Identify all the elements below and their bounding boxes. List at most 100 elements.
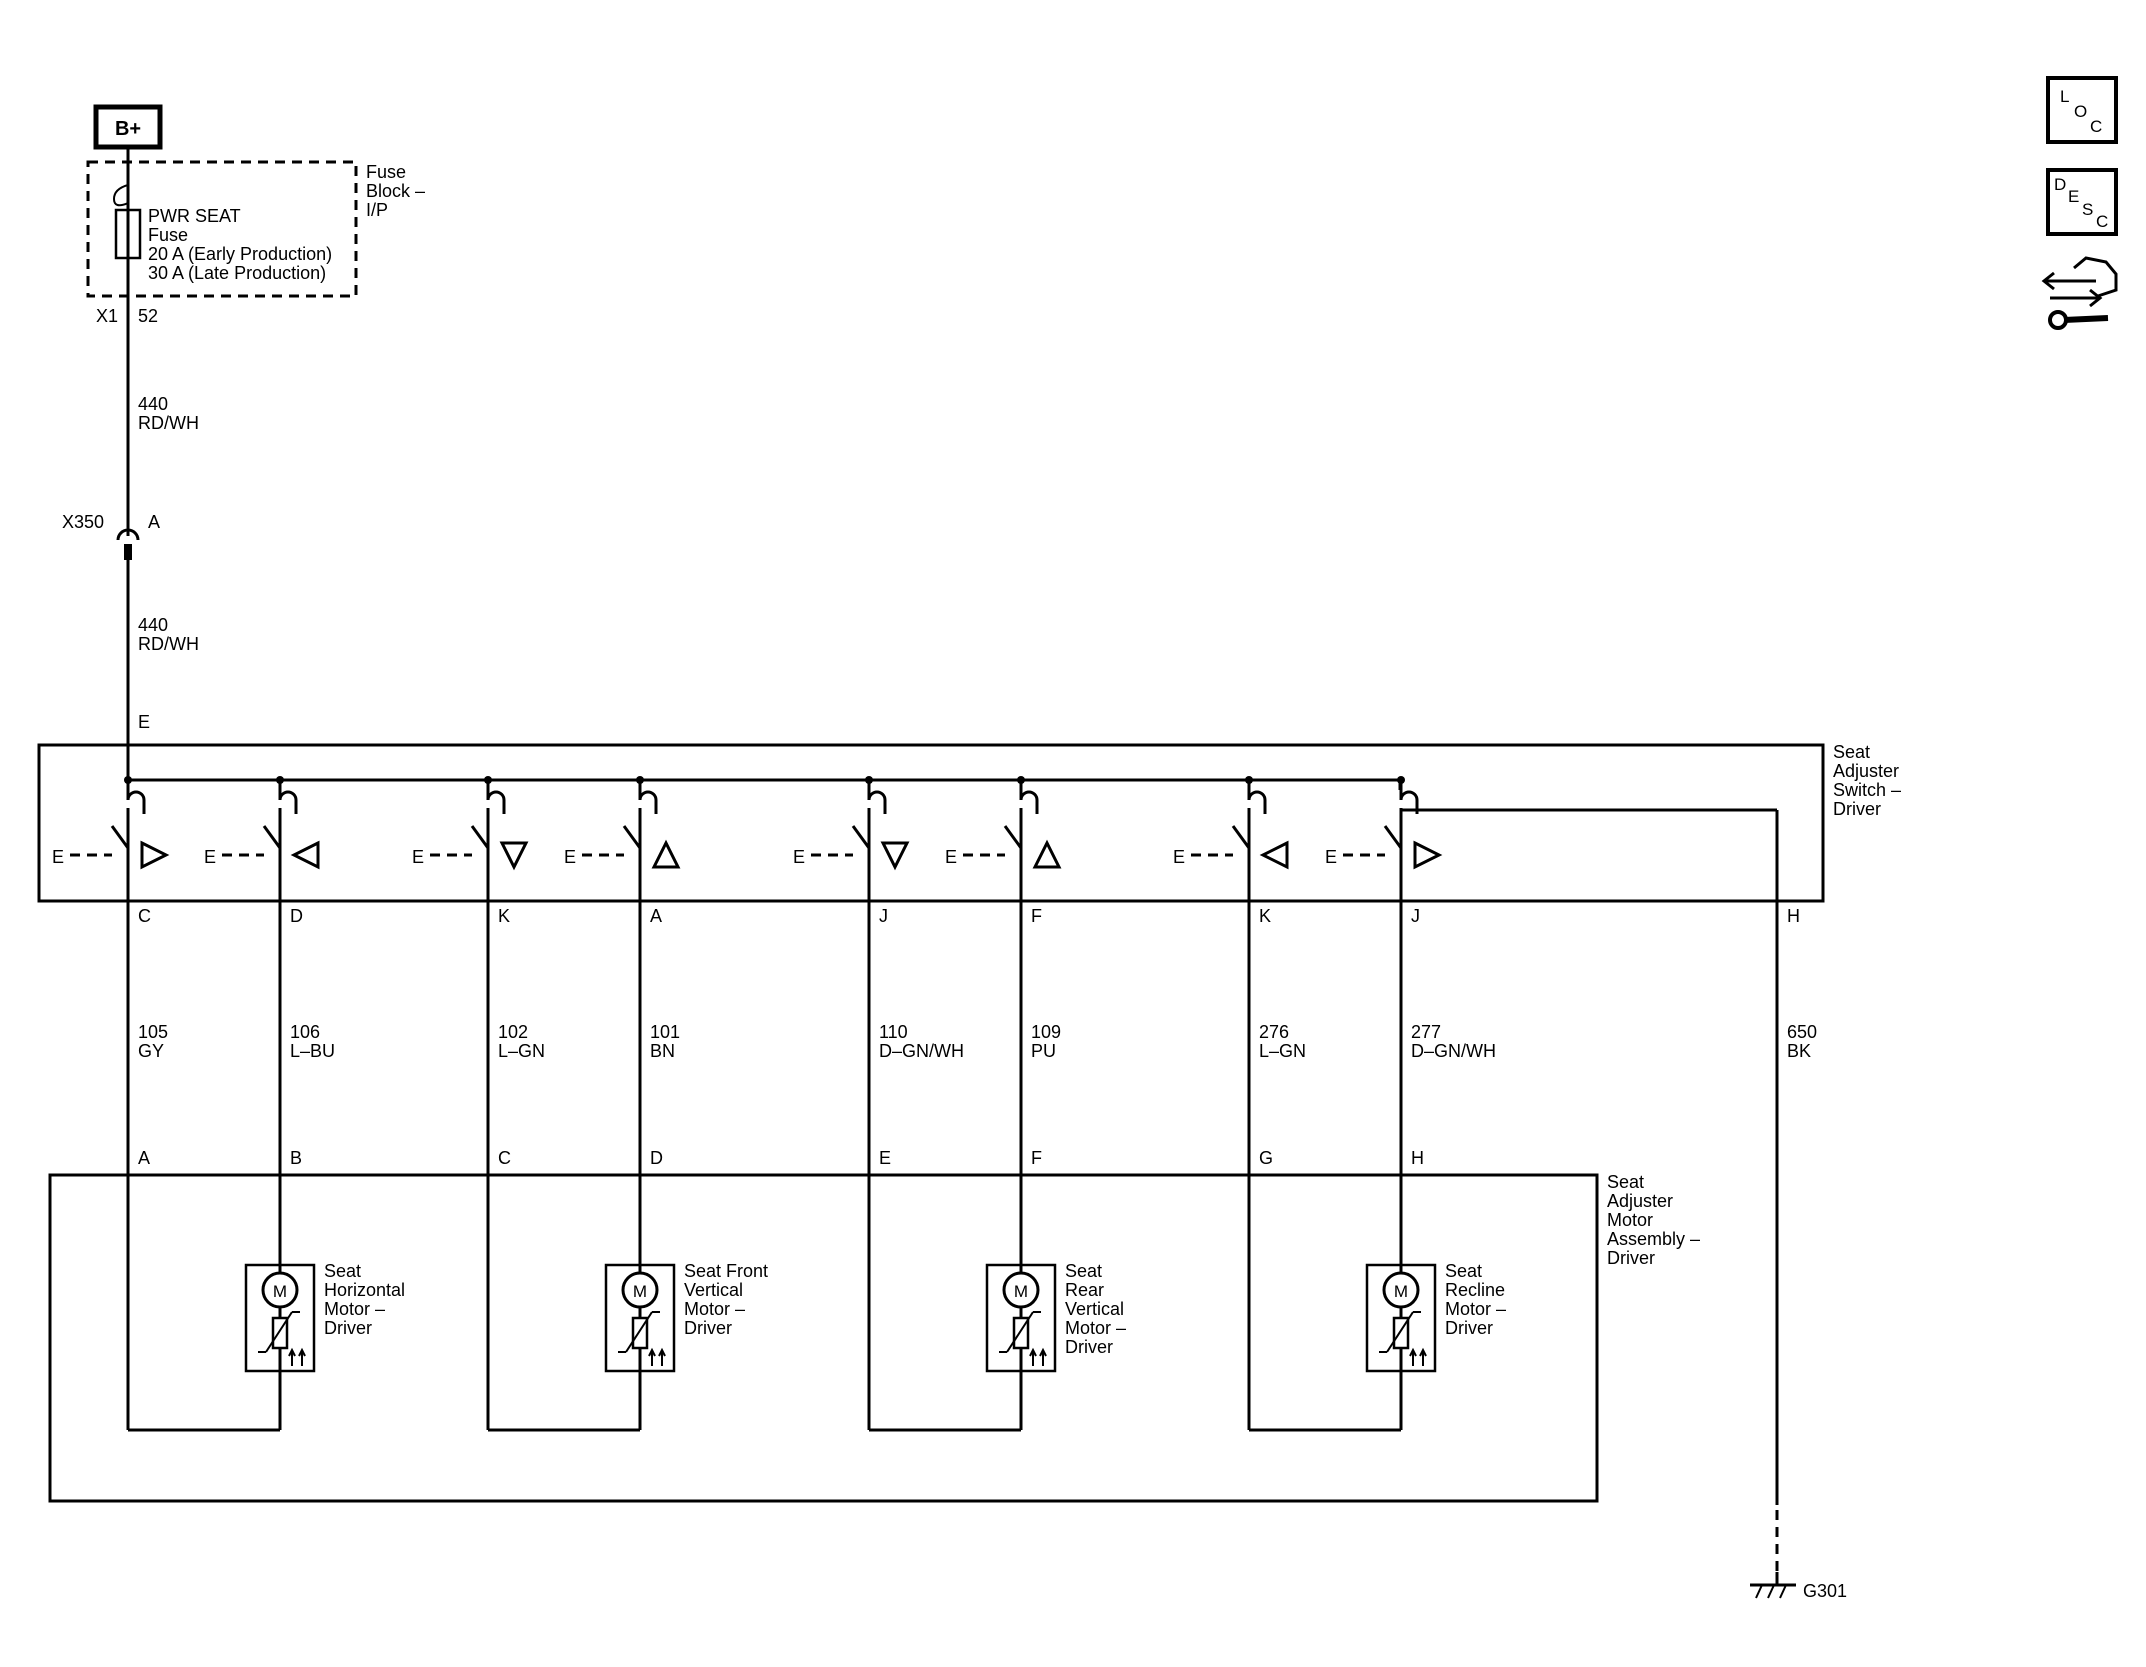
fuse-connector-label: X1 (96, 306, 118, 326)
switch-label-1: Seat (1833, 742, 1870, 762)
connector-end-view-icon[interactable] (2041, 256, 2118, 330)
circuit-number-label: 102 (498, 1022, 528, 1042)
motor-assembly-label-2: Adjuster (1607, 1191, 1673, 1211)
motor-symbol-icon (1002, 1271, 1040, 1309)
arrow-up-icon (651, 839, 681, 869)
switch-pin-label: C (138, 906, 151, 926)
svg-text:S: S (2082, 200, 2093, 219)
fuse-block-label-1: Fuse (366, 162, 406, 182)
wire-color-label: L–GN (498, 1041, 545, 1061)
fuse-block-tap (112, 184, 129, 207)
inline-connector-pin-label: A (148, 512, 160, 532)
motor-assembly-label-4: Assembly – (1607, 1229, 1700, 1249)
fuse-block-label-3: I/P (366, 200, 388, 220)
fuse-rating-early: 20 A (Early Production) (148, 244, 332, 264)
fuse-block-outline (86, 160, 358, 298)
switch-feed-pin: E (138, 712, 150, 732)
fuse-block-label-2: Block – (366, 181, 425, 201)
motor-label: Driver (684, 1318, 732, 1338)
motor-label: Motor – (324, 1299, 385, 1319)
motor-label: Horizontal (324, 1280, 405, 1300)
motor-pin-label: A (138, 1148, 150, 1168)
ground-symbol (1750, 1572, 1796, 1599)
circuit-number-label: 277 (1411, 1022, 1441, 1042)
wire-color-label: D–GN/WH (1411, 1041, 1496, 1061)
motor-label: Driver (324, 1318, 372, 1338)
motor-pin-label: G (1259, 1148, 1273, 1168)
svg-text:L: L (2060, 87, 2069, 106)
motor-pin-label: F (1031, 1148, 1042, 1168)
feed-wire-upper-color: RD/WH (138, 413, 199, 433)
wire-color-label: BN (650, 1041, 675, 1061)
switch-contact-glyph: E (204, 847, 216, 867)
motor-pin-label: E (879, 1148, 891, 1168)
svg-text:E: E (2068, 187, 2079, 206)
switch-pin-label: K (498, 906, 510, 926)
inline-connector-pin (124, 544, 132, 560)
motor-pin-label: C (498, 1148, 511, 1168)
motor-label: Vertical (684, 1280, 743, 1300)
switch-label-2: Adjuster (1833, 761, 1899, 781)
motor-symbol-icon (1382, 1271, 1420, 1309)
motor-label: Seat (1445, 1261, 1482, 1281)
motor-label: Motor – (1065, 1318, 1126, 1338)
motor-label: Seat Front (684, 1261, 768, 1281)
circuit-number-label: 105 (138, 1022, 168, 1042)
switch-outline (37, 743, 1825, 903)
switch-contact-glyph: E (564, 847, 576, 867)
arrow-down-icon (880, 841, 910, 871)
inline-connector-name: X350 (62, 512, 104, 532)
switch-contact-glyph: E (52, 847, 64, 867)
circuit-number-label: 276 (1259, 1022, 1289, 1042)
arrow-up-icon (1032, 839, 1062, 869)
switch-contact-glyph: E (1173, 847, 1185, 867)
motor-label: Seat (324, 1261, 361, 1281)
switch-ground-pin: H (1787, 906, 1800, 926)
fuse-pin-label: 52 (138, 306, 158, 326)
motor-symbol-label: M (633, 1282, 647, 1301)
motor-assembly-label-1: Seat (1607, 1172, 1644, 1192)
motor-pin-label: D (650, 1148, 663, 1168)
motor-label: Seat (1065, 1261, 1102, 1281)
fuse-name: PWR SEAT (148, 206, 241, 226)
motor-symbol-label: M (1394, 1282, 1408, 1301)
svg-text:D: D (2054, 175, 2066, 194)
circuit-number-label: 110 (879, 1022, 908, 1042)
wire-color-label: PU (1031, 1041, 1056, 1061)
switch-contact-glyph: E (412, 847, 424, 867)
circuit-number-label: 106 (290, 1022, 320, 1042)
ground-label: G301 (1803, 1581, 1847, 1601)
switch-pin-label: A (650, 906, 662, 926)
motor-symbol-label: M (1014, 1282, 1028, 1301)
feed-wire-upper-circuit: 440 (138, 394, 168, 414)
wire-color-label: L–BU (290, 1041, 335, 1061)
description-icon[interactable]: D E S C (2046, 168, 2118, 236)
wire-color-label: L–GN (1259, 1041, 1306, 1061)
motor-label: Vertical (1065, 1299, 1124, 1319)
battery-label: B+ (115, 118, 141, 140)
switch-label-4: Driver (1833, 799, 1881, 819)
switch-pin-label: F (1031, 906, 1042, 926)
motor-pin-label: B (290, 1148, 302, 1168)
wire-color-label: GY (138, 1041, 164, 1061)
motor-assembly-label-3: Motor (1607, 1210, 1653, 1230)
fuse-rating-late: 30 A (Late Production) (148, 263, 326, 283)
arrow-right-icon (1413, 840, 1443, 870)
svg-text:O: O (2074, 102, 2087, 121)
ground-wire-circuit: 650 (1787, 1022, 1817, 1042)
motor-label: Recline (1445, 1280, 1505, 1300)
circuit-number-label: 101 (650, 1022, 680, 1042)
switch-pin-label: J (879, 906, 888, 926)
motor-assembly-label-5: Driver (1607, 1248, 1655, 1268)
motor-symbol-icon (621, 1271, 659, 1309)
svg-text:C: C (2090, 117, 2102, 136)
wire-color-label: D–GN/WH (879, 1041, 964, 1061)
location-icon[interactable]: L O C (2046, 76, 2118, 144)
fuse-type: Fuse (148, 225, 188, 245)
